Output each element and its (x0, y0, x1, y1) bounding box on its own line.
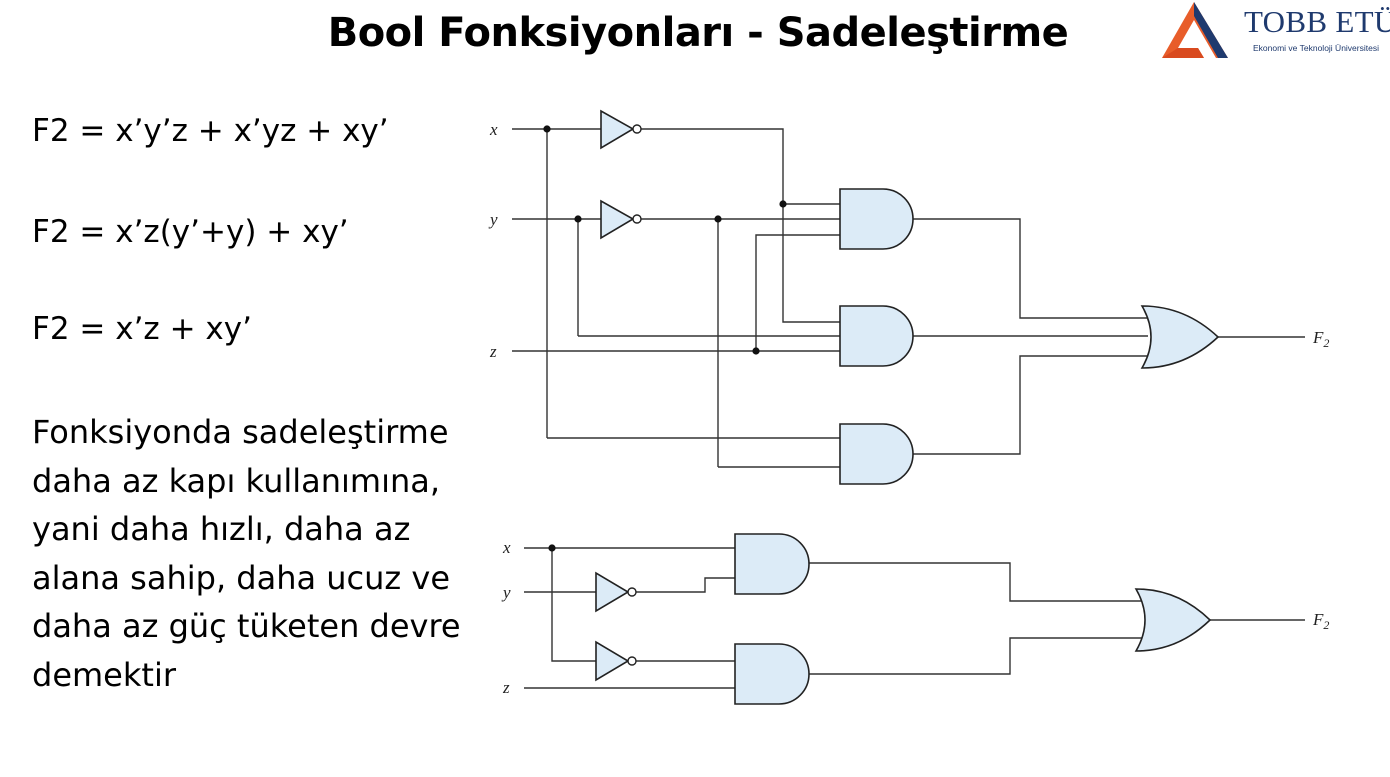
input-y-label: y (488, 210, 498, 229)
and-gate-3 (839, 423, 914, 485)
and-gate-1 (839, 188, 914, 250)
output-subscript: 2 (1323, 618, 1329, 632)
and-gate-2 (839, 305, 914, 367)
slide-title: Bool Fonksiyonları - Sadeleştirme (327, 10, 1069, 56)
not-gate-y (600, 199, 642, 240)
output-f2-label: F2 (1312, 328, 1329, 350)
not-gate-x (595, 640, 637, 682)
not-gate-y (595, 571, 637, 613)
not-gate-x (600, 109, 642, 150)
input-y-label: y (501, 583, 511, 602)
equation-simplified: F2 = x’z + xy’ (32, 311, 252, 347)
and-gate-2 (734, 643, 810, 705)
equation-factored: F2 = x’z(y’+y) + xy’ (32, 214, 349, 250)
input-z-label: z (489, 342, 497, 361)
or-gate (1134, 588, 1212, 652)
equation-original: F2 = x’y’z + x’yz + xy’ (32, 113, 389, 149)
input-x-label: x (489, 120, 498, 139)
output-f2-label: F2 (1312, 610, 1329, 632)
logo-name: TOBB ETÜ (1244, 4, 1390, 39)
logo-subtitle: Ekonomi ve Teknoloji Üniversitesi (1253, 43, 1379, 53)
circuit-unsimplified: x y z F2 (488, 109, 1329, 485)
circuit-simplified: x y z F2 (501, 533, 1329, 705)
output-name: F (1312, 610, 1324, 629)
output-name: F (1312, 328, 1324, 347)
or-gate (1140, 305, 1220, 369)
tobb-etu-logo: TOBB ETÜ Ekonomi ve Teknoloji Üniversite… (1158, 0, 1390, 64)
tobb-etu-emblem-icon (1162, 2, 1228, 58)
output-subscript: 2 (1323, 336, 1329, 350)
input-x-label: x (502, 538, 511, 557)
and-gate-1 (734, 533, 810, 595)
description-paragraph: Fonksiyonda sadeleştirme daha az kapı ku… (32, 413, 461, 694)
input-z-label: z (502, 678, 510, 697)
